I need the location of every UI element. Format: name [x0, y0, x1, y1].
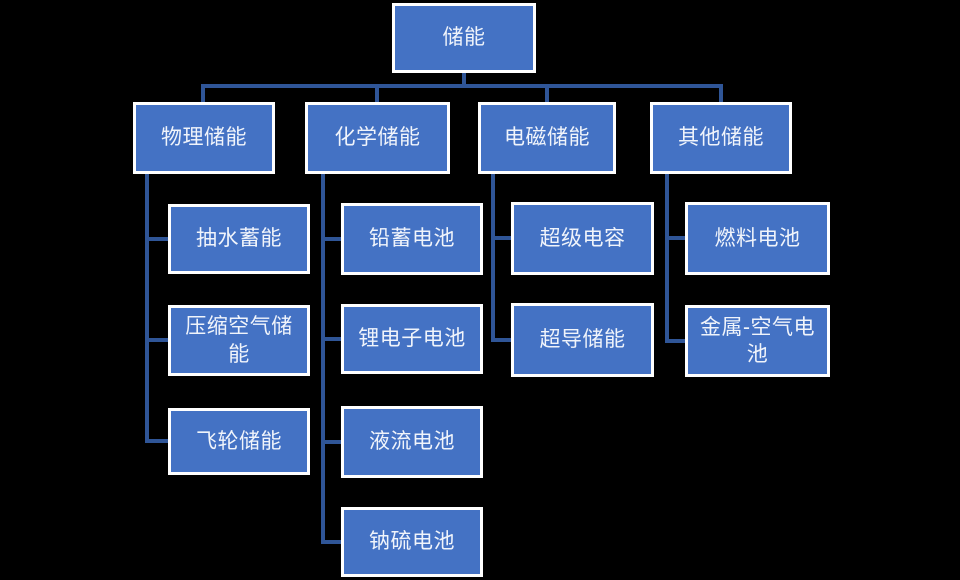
- node-label: 铅蓄电池: [369, 227, 455, 251]
- connector-child-stub: [491, 236, 511, 240]
- node-fuel-cell: 燃料电池: [685, 202, 830, 275]
- node-pumped-hydro: 抽水蓄能: [168, 204, 310, 274]
- node-electromagnetic-storage: 电磁储能: [478, 102, 616, 174]
- node-label: 化学储能: [334, 126, 421, 150]
- connector-hanging-vertical: [665, 174, 669, 343]
- connector-hanging-vertical: [145, 174, 149, 443]
- node-lead-acid-battery: 铅蓄电池: [341, 203, 483, 275]
- connector-child-stub: [321, 440, 341, 444]
- connector-branch-stub: [201, 84, 205, 103]
- connector-child-stub: [491, 338, 511, 342]
- connector-child-stub: [665, 236, 685, 240]
- node-label: 超导储能: [539, 328, 626, 352]
- connector-child-stub: [321, 540, 341, 544]
- connector-hanging-vertical: [491, 174, 495, 342]
- node-metal-air-battery: 金属-空气电池: [685, 305, 830, 377]
- connector-child-stub: [145, 439, 168, 443]
- node-flywheel: 飞轮储能: [168, 408, 310, 475]
- node-label: 液流电池: [369, 430, 455, 454]
- node-flow-battery: 液流电池: [341, 406, 483, 478]
- node-label: 其他储能: [678, 126, 764, 150]
- connector-hanging-vertical: [321, 174, 325, 544]
- node-superconducting-storage: 超导储能: [511, 303, 654, 377]
- connector-branch-stub: [375, 84, 379, 103]
- connector-branch-stub: [545, 84, 549, 103]
- node-label: 钠硫电池: [369, 530, 455, 554]
- node-root-label: 储能: [442, 26, 486, 50]
- connector-child-stub: [145, 237, 168, 241]
- node-label: 金属-空气电池: [700, 315, 815, 366]
- connector-branch-stub: [719, 84, 723, 103]
- node-sodium-sulfur-battery: 钠硫电池: [341, 507, 483, 577]
- connector-child-stub: [665, 339, 685, 343]
- node-label: 电磁储能: [504, 126, 590, 150]
- node-compressed-air: 压缩空气储能: [168, 305, 310, 376]
- connector-child-stub: [321, 337, 341, 341]
- node-chemical-storage: 化学储能: [305, 102, 450, 174]
- node-label: 飞轮储能: [196, 429, 282, 453]
- node-label: 燃料电池: [714, 226, 801, 250]
- node-lithium-battery: 锂电子电池: [341, 304, 483, 374]
- node-label: 物理储能: [161, 126, 247, 150]
- node-supercapacitor: 超级电容: [511, 202, 654, 275]
- connector-child-stub: [145, 338, 168, 342]
- node-other-storage: 其他储能: [650, 102, 792, 174]
- node-label: 超级电容: [539, 226, 626, 250]
- node-label: 锂电子电池: [358, 327, 466, 351]
- node-physical-storage: 物理储能: [133, 102, 275, 174]
- node-root: 储能: [392, 3, 536, 73]
- connector-root-stub: [462, 72, 466, 86]
- node-label: 抽水蓄能: [196, 227, 282, 251]
- connector-bus: [201, 84, 723, 88]
- connector-child-stub: [321, 237, 341, 241]
- node-label: 压缩空气储能: [185, 315, 293, 366]
